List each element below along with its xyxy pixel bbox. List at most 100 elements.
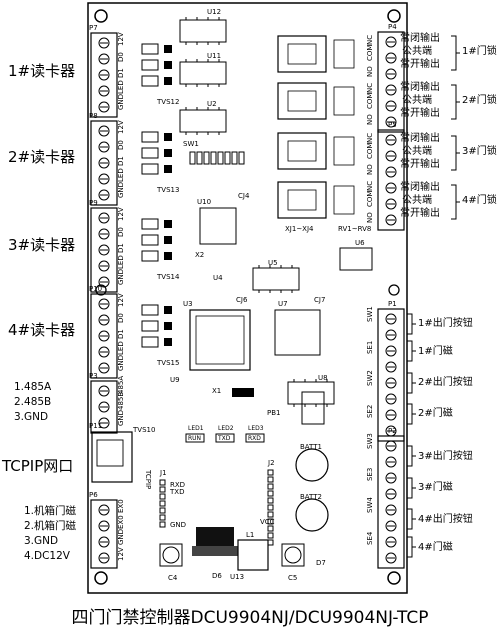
- terminal-screw: [385, 520, 397, 532]
- terminal-screw: [98, 330, 110, 342]
- pin-label: GND: [117, 410, 125, 426]
- terminal-screw: [385, 214, 397, 226]
- pin-label: COM: [366, 191, 374, 207]
- header-pin: [267, 525, 274, 532]
- header-pin: [267, 539, 274, 546]
- relay2-com-label: 公共端: [402, 95, 432, 106]
- terminal-screw: [98, 346, 110, 358]
- terminal-screw: [385, 440, 397, 452]
- terminal-screw: [98, 125, 110, 137]
- pin-label: D0: [117, 227, 125, 237]
- led-label: LED1: [188, 425, 204, 432]
- terminal-screw: [385, 68, 397, 80]
- chip-u8: [301, 391, 325, 425]
- terminal-screw: [385, 84, 397, 96]
- transistor: [141, 218, 159, 230]
- relay1-lock-label: 1#门锁: [462, 46, 497, 57]
- txd-label: TXD: [217, 435, 231, 442]
- terminal-screw: [385, 536, 397, 548]
- varistor-group-label: RV1~RV8: [338, 225, 371, 233]
- chip-label: U5: [268, 259, 278, 267]
- battery-batt2: [295, 498, 329, 532]
- header-pin: [267, 504, 274, 511]
- transistor: [141, 147, 159, 159]
- pin-label: SW3: [366, 433, 374, 449]
- terminal-screw: [385, 456, 397, 468]
- pin-label: 12V: [117, 547, 125, 561]
- relay1-nc-label: 常闭输出: [400, 33, 440, 44]
- terminal-screw: [98, 385, 110, 397]
- terminal-screw: [385, 377, 397, 389]
- relay: [277, 35, 327, 73]
- cap-label: CJ4: [238, 192, 250, 200]
- terminal-screw: [385, 329, 397, 341]
- tvs-label: TVS10: [132, 426, 155, 434]
- relay3-com-label: 公共端: [402, 146, 432, 157]
- terminal-screw: [98, 228, 110, 240]
- transistor: [141, 234, 159, 246]
- varistor: [333, 185, 355, 215]
- transistor: [141, 320, 159, 332]
- resistor: [164, 133, 172, 141]
- pin-label: D0: [117, 313, 125, 323]
- relay4-no-label: 常开输出: [400, 208, 440, 219]
- terminal-screw: [98, 260, 110, 272]
- chip-sop: [179, 61, 227, 85]
- terminal-screw: [385, 409, 397, 421]
- terminal-screw: [98, 417, 110, 429]
- resistor: [164, 236, 172, 244]
- relay-group-label: XJ1~XJ4: [285, 225, 314, 233]
- dip-switch: [210, 151, 217, 165]
- tvs-label: TVS15: [156, 359, 179, 367]
- relay3-nc-label: 常闭输出: [400, 133, 440, 144]
- header-pin: [159, 521, 166, 528]
- run-label: RUN: [188, 435, 201, 442]
- transistor: [141, 163, 159, 175]
- pin-label: NC: [366, 181, 374, 191]
- pin-label: EX0: [117, 499, 125, 513]
- connector-label: P9: [89, 199, 98, 207]
- pin-text: TCPIP: [144, 469, 152, 489]
- relay4-lock-label: 4#门锁: [462, 195, 497, 206]
- terminal-screw: [98, 362, 110, 374]
- terminal-screw: [98, 212, 110, 224]
- cap-label: C5: [288, 574, 297, 582]
- transistor: [141, 336, 159, 348]
- pin-label: SE3: [366, 468, 374, 481]
- chip-label: U10: [197, 198, 211, 206]
- terminal-screw: [98, 520, 110, 532]
- chip-label: U13: [230, 573, 244, 581]
- battery-label: BATT2: [300, 493, 322, 501]
- rxd-led: [245, 433, 265, 443]
- tcpip-label: TCPIP网口: [2, 457, 74, 475]
- terminal-screw: [98, 401, 110, 413]
- terminal-screw: [385, 166, 397, 178]
- reader1-label: 1#读卡器: [8, 62, 76, 80]
- dip-switch: [189, 151, 196, 165]
- header-pin: [267, 518, 274, 525]
- chip-sop: [287, 381, 335, 405]
- terminal-screw: [98, 244, 110, 256]
- terminal-screw: [98, 85, 110, 97]
- pin-label: SW4: [366, 497, 374, 513]
- resistor: [164, 252, 172, 260]
- header-pin: [267, 483, 274, 490]
- input3-exit-label: 3#出门按钮: [418, 451, 473, 462]
- header-pin: [267, 532, 274, 539]
- pin-label: GND: [117, 355, 125, 371]
- relay2-lock-label: 2#门锁: [462, 95, 497, 106]
- pin-label: D0: [117, 140, 125, 150]
- terminal-block: [377, 435, 405, 569]
- header-label: J1: [159, 469, 167, 477]
- relay3-lock-label: 3#门锁: [462, 146, 497, 157]
- connector-label: P6: [89, 491, 98, 499]
- header-pin: [267, 497, 274, 504]
- terminal-screw: [98, 298, 110, 310]
- inductor-label: L1: [246, 531, 254, 539]
- chip-label: U12: [207, 8, 221, 16]
- resistor: [164, 149, 172, 157]
- terminal-screw: [385, 116, 397, 128]
- pin-label: LED: [117, 341, 125, 355]
- pin-label: GND: [117, 269, 125, 285]
- crystal-label: X1: [212, 387, 221, 395]
